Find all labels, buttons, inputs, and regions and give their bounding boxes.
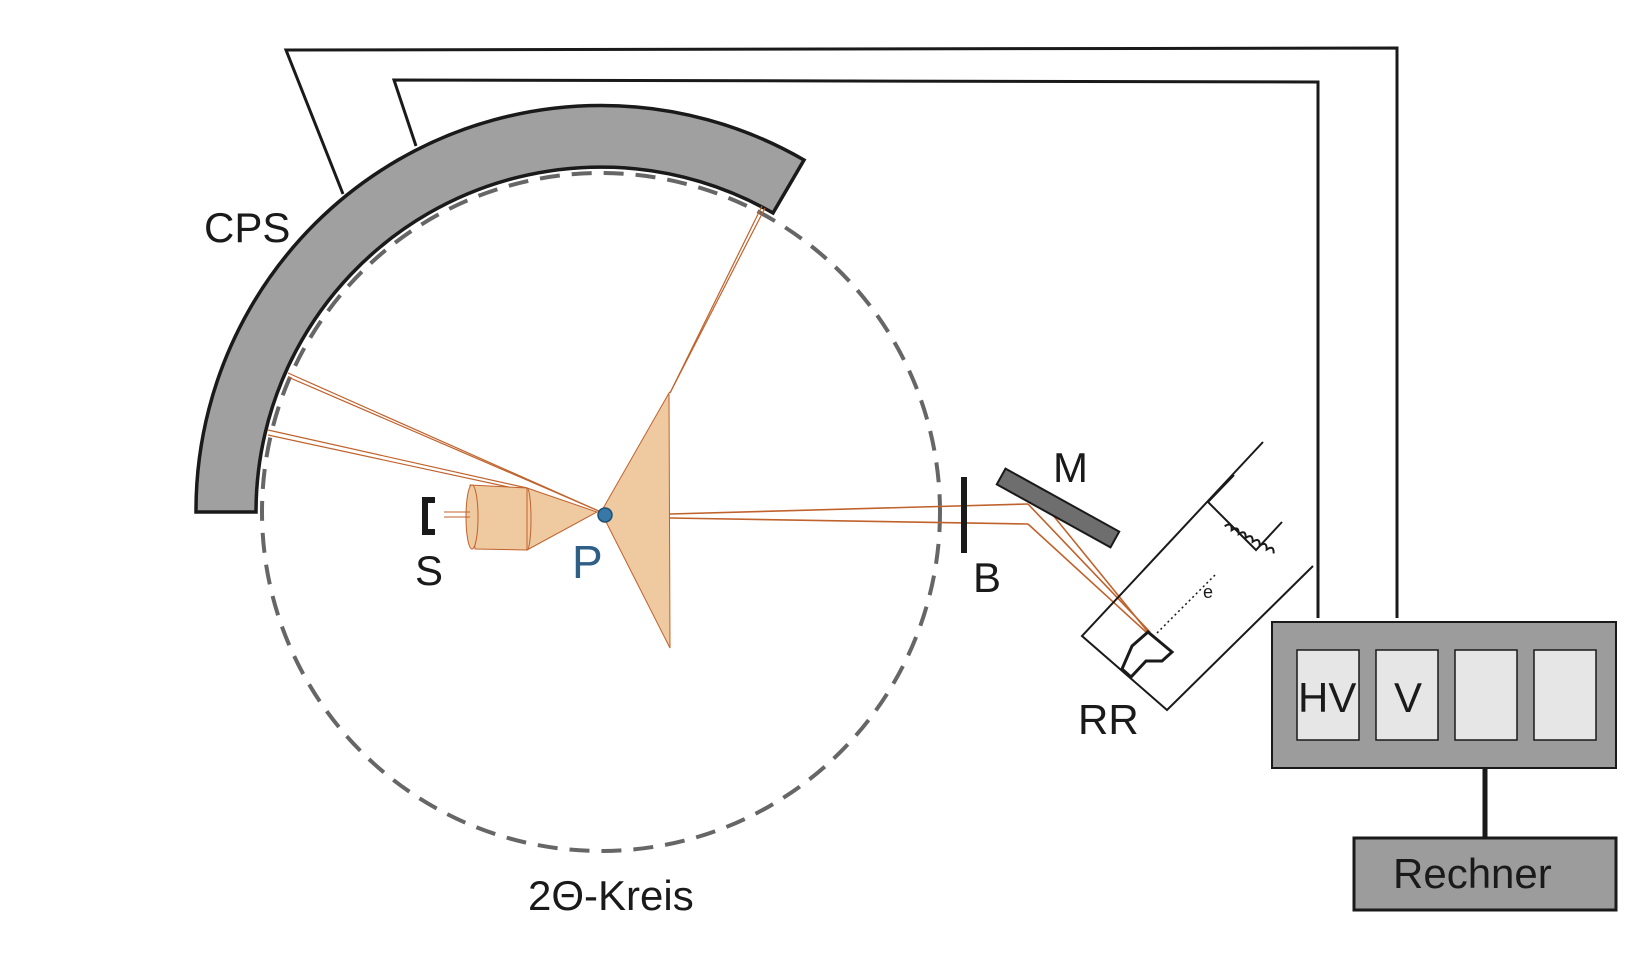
module-v [1375,649,1439,741]
sample-point [597,507,613,523]
diffraction-cones [444,391,671,649]
computer-box [1352,836,1618,912]
cps-label: CPS [204,204,290,251]
two-theta-circle [260,171,942,853]
tube-label: RR [1078,696,1139,743]
mirror [995,467,1121,549]
primary-beam [669,503,1151,633]
cable-inner [391,78,1320,618]
sample-holder [422,497,435,535]
point-label: P [572,536,603,588]
mirror-label: M [1053,444,1088,491]
cps-detector [194,103,807,514]
sample-label: S [415,547,443,594]
circle-label: 2Θ-Kreis [528,872,694,919]
x-ray-tube [1080,441,1314,712]
hv-label: HV [1298,674,1356,721]
computer-label: Rechner [1393,850,1552,897]
slit-label: B [973,554,1001,601]
slit [961,477,967,553]
electron-label: e [1203,582,1213,602]
module-4 [1533,649,1597,741]
cable-outer [283,46,1399,618]
module-hv [1296,649,1360,741]
v-label: V [1394,674,1422,721]
diffracted-beams [267,205,766,513]
module-3 [1454,649,1518,741]
